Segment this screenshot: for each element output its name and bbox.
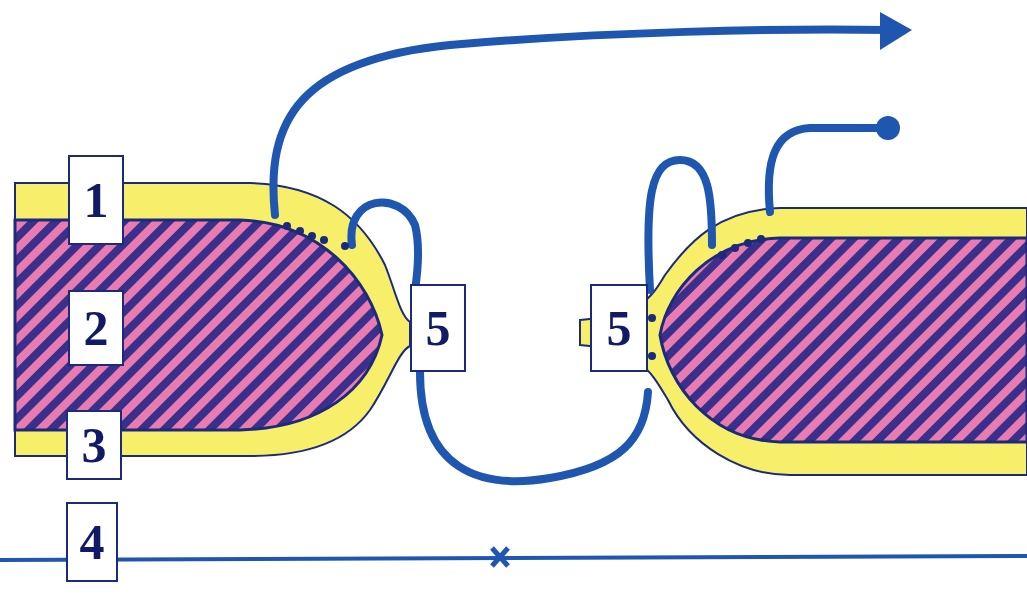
callout-box: 5 [410, 284, 466, 372]
callout-box: 1 [68, 155, 124, 245]
callout-number: 2 [84, 303, 109, 353]
callout-box: 5 [590, 284, 648, 372]
callout-number: 4 [80, 517, 105, 567]
callout-number: 5 [607, 303, 632, 353]
callout-box: 4 [66, 502, 118, 582]
callout-number: 1 [84, 175, 109, 225]
callout-box: 2 [68, 290, 124, 366]
callout-number: 5 [426, 303, 451, 353]
callout-number: 3 [82, 420, 107, 470]
callout-box: 3 [66, 410, 122, 480]
